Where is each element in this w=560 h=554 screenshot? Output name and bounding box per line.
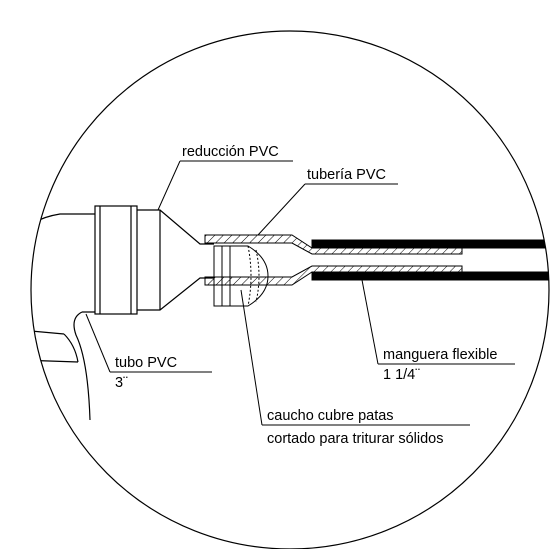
pvc-elbow [31, 213, 95, 421]
leader-manguera-pointer [361, 279, 379, 365]
label-manguera-line2: 1 1/4¨ [383, 367, 420, 383]
label-reduccion: reducción PVC [182, 144, 279, 160]
detail-circle [30, 30, 550, 550]
label-tuberia: tubería PVC [307, 167, 386, 183]
leader-tubo-pointer [85, 313, 111, 373]
leader-caucho-pointer [240, 289, 263, 426]
label-caucho-line2: cortado para triturar sólidos [267, 431, 444, 447]
label-tubo-line1: tubo PVC [115, 355, 177, 371]
label-manguera-line1: manguera flexible [383, 347, 497, 363]
flexible-hose [311, 239, 549, 281]
rubber-cover [213, 245, 269, 307]
pvc-reduction [94, 205, 214, 315]
label-tubo-line2: 3¨ [115, 375, 128, 391]
label-caucho-line1: caucho cubre patas [267, 408, 394, 424]
leader-tuberia-pointer [257, 183, 306, 236]
leader-reduccion-pointer [157, 160, 181, 211]
